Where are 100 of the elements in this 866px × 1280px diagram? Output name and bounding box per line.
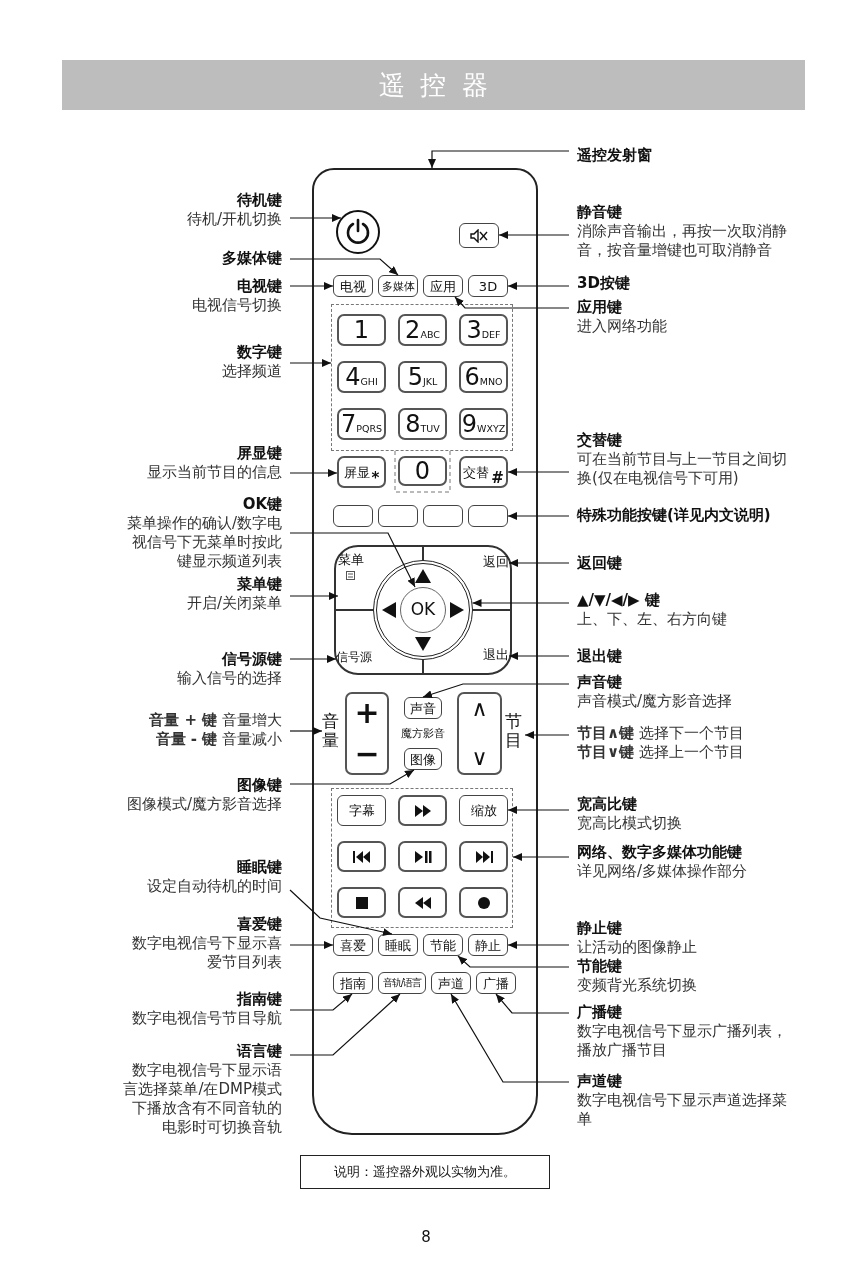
page-number: 8: [420, 1227, 432, 1248]
key-name: 喜爱键: [237, 915, 282, 934]
leader-arrow: [495, 993, 570, 1014]
number-key: 8TUV: [398, 408, 447, 440]
key-name: 睡眠键: [237, 858, 282, 877]
remote-key: 指南: [333, 972, 373, 994]
leader-arrow: [289, 993, 353, 1011]
remote-key: 多媒体: [378, 275, 418, 297]
media-key: [459, 841, 508, 872]
key-name: 电视键: [237, 277, 282, 296]
leader-arrow: [428, 150, 570, 169]
leader-arrow: [507, 468, 570, 476]
rocker-key: ∧ ∨: [457, 692, 502, 775]
key-description: 显示当前节目的信息: [147, 463, 282, 482]
key-description: 数字电视信号下显示喜爱节目列表: [131, 934, 282, 972]
media-key: [398, 887, 447, 918]
leader-arrow: [289, 889, 393, 936]
number-key: 1: [337, 314, 386, 346]
key-name: 特殊功能按键(详见内文说明): [577, 506, 771, 525]
leader-arrow: [289, 532, 416, 588]
key-name: 声音键: [577, 673, 622, 692]
leader-arrow: [289, 258, 399, 276]
leader-arrow: [507, 512, 570, 520]
key-name: 网络、数字多媒体功能键: [577, 843, 742, 862]
remote-key: 睡眠: [378, 934, 418, 956]
key-name: 静音键: [577, 203, 622, 222]
vertical-label: 节目: [505, 712, 525, 752]
key-name: 节能键: [577, 957, 622, 976]
remote-key: 3D: [468, 275, 508, 297]
remote-key: 电视: [333, 275, 373, 297]
number-key: 0: [398, 456, 447, 486]
number-key: 5JKL: [398, 361, 447, 393]
key-label: 信号源: [336, 651, 372, 663]
remote-key: 喜爱: [333, 934, 373, 956]
mute-button: [459, 223, 499, 248]
key-name: OK键: [242, 495, 282, 514]
leader-arrow: [289, 769, 415, 785]
dashed-group-outline: [331, 304, 513, 451]
key-description: 声音模式/魔方影音选择: [577, 692, 733, 711]
leader-arrow: [507, 282, 570, 290]
leader-arrow: [524, 731, 570, 739]
key-description: 进入网络功能: [577, 317, 667, 336]
leader-arrow: [289, 727, 323, 735]
key-name: 屏显键: [237, 444, 282, 463]
key-name: 声道键: [577, 1072, 622, 1091]
media-key: [459, 887, 508, 918]
key-description: 节目∨键 选择上一个节目: [577, 743, 744, 762]
key-label: 返回: [483, 555, 509, 568]
key-label: 菜单: [338, 553, 364, 566]
power-button: [336, 210, 380, 254]
leader-arrow: [507, 941, 570, 949]
blank-key: [333, 505, 373, 527]
key-description: 输入信号的选择: [177, 669, 282, 688]
key-description: 音量 + 键 音量增大: [149, 711, 282, 730]
key-description: 开启/关闭菜单: [186, 594, 282, 613]
key-description: 变频背光系统切换: [577, 976, 697, 995]
remote-key: 音轨/语言: [378, 972, 426, 994]
leader-arrow: [508, 652, 570, 660]
key-description: 待机/开机切换: [186, 210, 282, 229]
vertical-label: 音量: [322, 712, 340, 752]
key-caption: 魔方影音: [400, 726, 446, 742]
key-name: 菜单键: [237, 575, 282, 594]
key-name: 广播键: [577, 1003, 622, 1022]
key-name: 静止键: [577, 919, 622, 938]
key-name: 图像键: [237, 776, 282, 795]
number-key: 6MNO: [459, 361, 508, 393]
blank-key: [468, 505, 508, 527]
blank-key: [423, 505, 463, 527]
remote-key: 字幕: [337, 795, 386, 826]
dashed-group-outline: [331, 788, 513, 928]
remote-key: 节能: [423, 934, 463, 956]
key-description: 消除声音输出，再按一次取消静音，按音量增键也可取消静音: [577, 222, 788, 260]
number-key: 7 PQRS: [337, 408, 386, 440]
key-name: 数字键: [237, 343, 282, 362]
key-description: 菜单操作的确认/数字电视信号下无菜单时按此键显示频道列表: [125, 514, 282, 571]
note-box: 说明：遥控器外观以实物为准。: [300, 1155, 550, 1189]
number-key: 2ABC: [398, 314, 447, 346]
key-description: 数字电视信号下显示语言选择菜单/在DMP模式下播放含有不同音轨的电影时可切换音轨: [122, 1061, 282, 1137]
key-description: 数字电视信号节目导航: [132, 1009, 282, 1028]
key-description: 详见网络/多媒体操作部分: [577, 862, 748, 881]
key-name: 遥控发射窗: [577, 146, 652, 165]
key-description: 节目∧键 选择下一个节目: [577, 724, 744, 743]
key-description: 上、下、左、右方向键: [577, 610, 727, 629]
media-key: [337, 841, 386, 872]
leader-arrow: [498, 231, 570, 239]
ok-button: OK: [400, 587, 446, 633]
key-name: ▲/▼/◀/▶ 键: [577, 591, 660, 610]
key-description: 数字电视信号下显示声道选择菜单: [577, 1091, 788, 1129]
leader-arrow: [289, 282, 334, 290]
media-key: [398, 841, 447, 872]
key-name: 信号源键: [222, 650, 282, 669]
number-key: 4GHI: [337, 361, 386, 393]
key-description: 宽高比模式切换: [577, 814, 682, 833]
key-name: 语言键: [237, 1042, 282, 1061]
leader-arrow: [507, 806, 570, 814]
key-description: 图像模式/魔方影音选择: [126, 795, 282, 814]
leader-arrow: [289, 655, 337, 663]
leader-arrow: [289, 941, 334, 949]
key-name: 交替键: [577, 431, 622, 450]
leader-arrow: [454, 296, 570, 309]
